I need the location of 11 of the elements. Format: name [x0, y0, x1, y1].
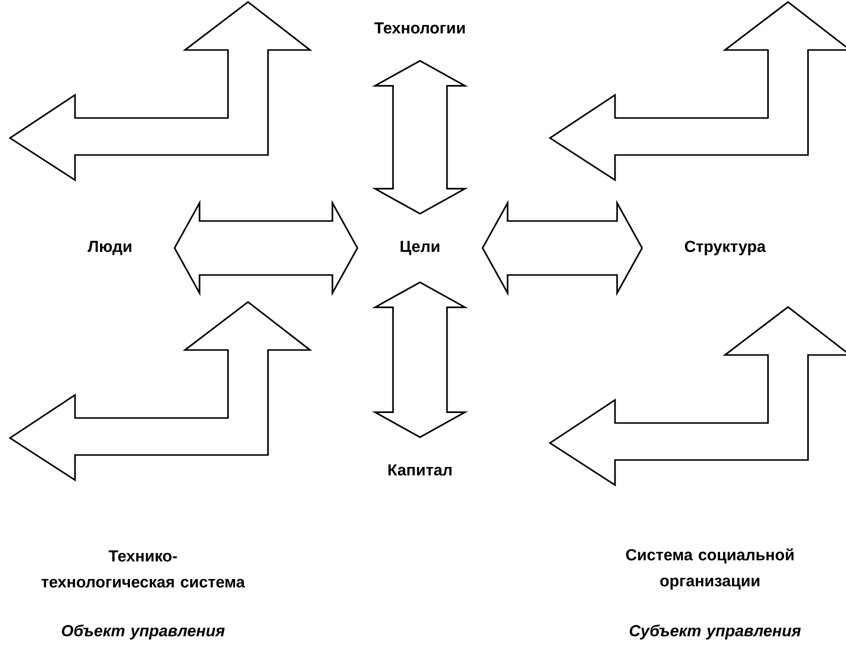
caption-text: Субъект управления: [630, 624, 801, 640]
double-arrow: [482, 200, 643, 296]
caption-text: Технико-технологическая система: [42, 550, 246, 588]
node-label: Технологии: [374, 22, 465, 34]
node-label: Структура: [684, 240, 766, 256]
node-label: Цели: [400, 240, 440, 256]
node-label: Люди: [88, 240, 132, 256]
caption-text: Объект управления: [62, 624, 225, 640]
double-arrow: [174, 200, 358, 296]
caption-text: Система социальной организации: [626, 548, 794, 590]
node-label: Капитал: [388, 464, 452, 476]
